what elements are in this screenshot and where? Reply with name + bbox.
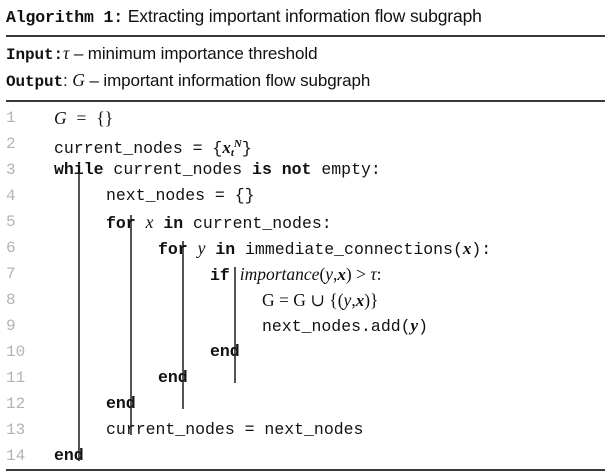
algorithm-title: Algorithm 1: Extracting important inform… xyxy=(6,0,605,31)
output-line: Output: G – important information flow s… xyxy=(6,68,605,95)
line-number: 8 xyxy=(6,291,16,309)
line-code: next_nodes.add(y) xyxy=(262,316,428,336)
algorithm-title-keyword: Algorithm 1 xyxy=(6,8,114,27)
line-code: while current_nodes is not empty: xyxy=(54,160,381,179)
bottom-divider xyxy=(6,469,605,471)
code-line: 12 end xyxy=(6,391,605,417)
code-line: 11 end xyxy=(6,365,605,391)
io-divider xyxy=(6,100,605,102)
input-description: minimum importance threshold xyxy=(87,44,318,63)
line-number: 14 xyxy=(6,447,26,465)
line-number: 13 xyxy=(6,421,26,439)
code-line: 3 while current_nodes is not empty: xyxy=(6,157,605,183)
code-line: 5 for x in current_nodes: xyxy=(6,209,605,235)
line-code: end xyxy=(210,342,240,361)
output-dash: – xyxy=(89,71,99,90)
line-number: 1 xyxy=(6,109,16,127)
input-line: Input:τ – minimum importance threshold xyxy=(6,41,605,68)
line-code: end xyxy=(158,368,188,387)
indent-guide-while xyxy=(78,163,80,461)
line-number: 7 xyxy=(6,265,16,283)
input-symbol: τ xyxy=(63,43,70,63)
line-code: G = G ∪ {(y,x)} xyxy=(262,290,379,310)
line-number: 10 xyxy=(6,343,26,361)
io-block: Input:τ – minimum importance threshold O… xyxy=(6,37,605,100)
input-dash: – xyxy=(73,44,84,63)
indent-guide-for-y xyxy=(182,241,184,409)
output-colon: : xyxy=(63,71,68,90)
line-number: 6 xyxy=(6,239,16,257)
line-code: if importance(y,x) > τ: xyxy=(210,264,382,285)
code-line: 1 G = {} xyxy=(6,105,605,131)
code-line: 14 end xyxy=(6,443,605,469)
code-line: 6 for y in immediate_connections(x): xyxy=(6,235,605,261)
line-code: next_nodes = {} xyxy=(106,186,255,205)
algorithm-title-separator: : xyxy=(113,8,124,27)
line-number: 12 xyxy=(6,395,26,413)
code-line: 7 if importance(y,x) > τ: xyxy=(6,261,605,287)
line-code: end xyxy=(106,394,136,413)
line-number: 2 xyxy=(6,135,16,153)
line-number: 5 xyxy=(6,213,16,231)
code-line: 10 end xyxy=(6,339,605,365)
code-line: 4 next_nodes = {} xyxy=(6,183,605,209)
line-code: current_nodes = next_nodes xyxy=(106,420,364,439)
code-line: 8 G = G ∪ {(y,x)} xyxy=(6,287,605,313)
line-number: 4 xyxy=(6,187,16,205)
line-number: 9 xyxy=(6,317,16,335)
title-divider xyxy=(6,35,605,37)
code-line: 9 next_nodes.add(y) xyxy=(6,313,605,339)
output-description: important information flow subgraph xyxy=(103,71,371,90)
indent-guide-for-x xyxy=(130,215,132,435)
output-label: Output xyxy=(6,73,64,91)
line-number: 3 xyxy=(6,161,16,179)
input-label: Input: xyxy=(6,46,64,64)
code-body: 1 G = {} 2 current_nodes = {xtN} 3 while… xyxy=(6,102,605,469)
code-line: 2 current_nodes = {xtN} xyxy=(6,131,605,159)
line-code: for y in immediate_connections(x): xyxy=(158,238,492,259)
algorithm-title-text: Extracting important information flow su… xyxy=(127,6,482,26)
indent-guide-if xyxy=(234,267,236,383)
line-number: 11 xyxy=(6,369,26,387)
line-code: G = {} xyxy=(54,108,114,128)
output-symbol: G xyxy=(72,70,85,90)
code-line: 13 current_nodes = next_nodes xyxy=(6,417,605,443)
line-code: for x in current_nodes: xyxy=(106,212,332,233)
line-code: end xyxy=(54,446,84,465)
line-code: current_nodes = {xtN} xyxy=(54,138,252,159)
